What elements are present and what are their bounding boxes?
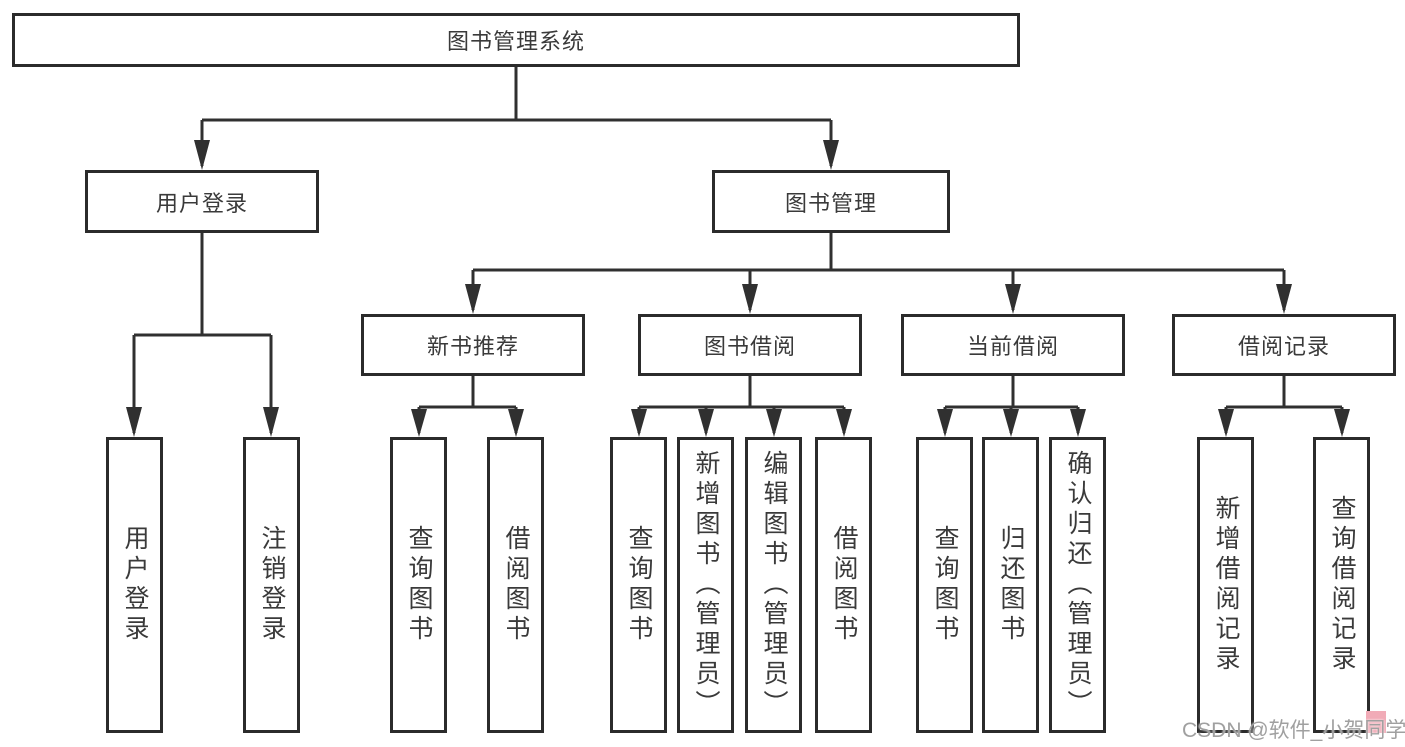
leaf-edit-books-admin-label: 编辑图书（管理员）: [760, 450, 787, 720]
node-current-borrowing: 当前借阅: [901, 314, 1125, 376]
leaf-return-books: 归还图书: [982, 437, 1039, 733]
leaf-query-books-recommend-label: 查询图书: [405, 525, 432, 645]
node-book-borrowing: 图书借阅: [638, 314, 862, 376]
node-book-management: 图书管理: [712, 170, 950, 233]
leaf-query-books-recommend: 查询图书: [390, 437, 447, 733]
leaf-edit-books-admin: 编辑图书（管理员）: [745, 437, 802, 733]
node-book-management-label: 图书管理: [784, 190, 877, 216]
leaf-borrow-books: 借阅图书: [815, 437, 872, 733]
leaf-borrow-books-recommend: 借阅图书: [487, 437, 544, 733]
leaf-confirm-return-admin: 确认归还（管理员）: [1049, 437, 1106, 733]
node-user-login-label: 用户登录: [155, 190, 248, 216]
leaf-query-books-current: 查询图书: [916, 437, 973, 733]
leaf-query-books-current-label: 查询图书: [931, 525, 958, 645]
node-current-borrowing-label: 当前借阅: [966, 334, 1059, 359]
connector-paths: [132, 67, 1344, 433]
leaf-query-books-borrow: 查询图书: [610, 437, 667, 733]
watermark: CSDN @软件_小贺同学: [1182, 719, 1405, 742]
leaf-logout-label: 注销登录: [258, 525, 285, 645]
node-root: 图书管理系统: [12, 13, 1020, 67]
node-book-borrowing-label: 图书借阅: [703, 334, 796, 359]
leaf-user-login: 用户登录: [106, 437, 163, 733]
leaf-user-login-label: 用户登录: [121, 525, 148, 645]
leaf-add-borrow-record-label: 新增借阅记录: [1212, 495, 1239, 675]
node-borrowing-records: 借阅记录: [1172, 314, 1396, 376]
leaf-add-books-admin-label: 新增图书（管理员）: [692, 450, 719, 720]
node-borrowing-records-label: 借阅记录: [1237, 334, 1330, 359]
leaf-query-borrow-record-label: 查询借阅记录: [1328, 495, 1355, 675]
node-new-book-recommendation-label: 新书推荐: [426, 334, 519, 359]
node-root-label: 图书管理系统: [446, 29, 585, 54]
leaf-add-borrow-record: 新增借阅记录: [1197, 437, 1254, 733]
leaf-return-books-label: 归还图书: [997, 525, 1024, 645]
leaf-query-books-borrow-label: 查询图书: [625, 525, 652, 645]
leaf-add-books-admin: 新增图书（管理员）: [677, 437, 734, 733]
node-user-login: 用户登录: [85, 170, 319, 233]
watermark-highlight: [1366, 711, 1386, 733]
leaf-confirm-return-admin-label: 确认归还（管理员）: [1064, 450, 1091, 720]
leaf-query-borrow-record: 查询借阅记录: [1313, 437, 1370, 733]
leaf-logout: 注销登录: [243, 437, 300, 733]
leaf-borrow-books-recommend-label: 借阅图书: [502, 525, 529, 645]
node-new-book-recommendation: 新书推荐: [361, 314, 585, 376]
leaf-borrow-books-label: 借阅图书: [830, 525, 857, 645]
